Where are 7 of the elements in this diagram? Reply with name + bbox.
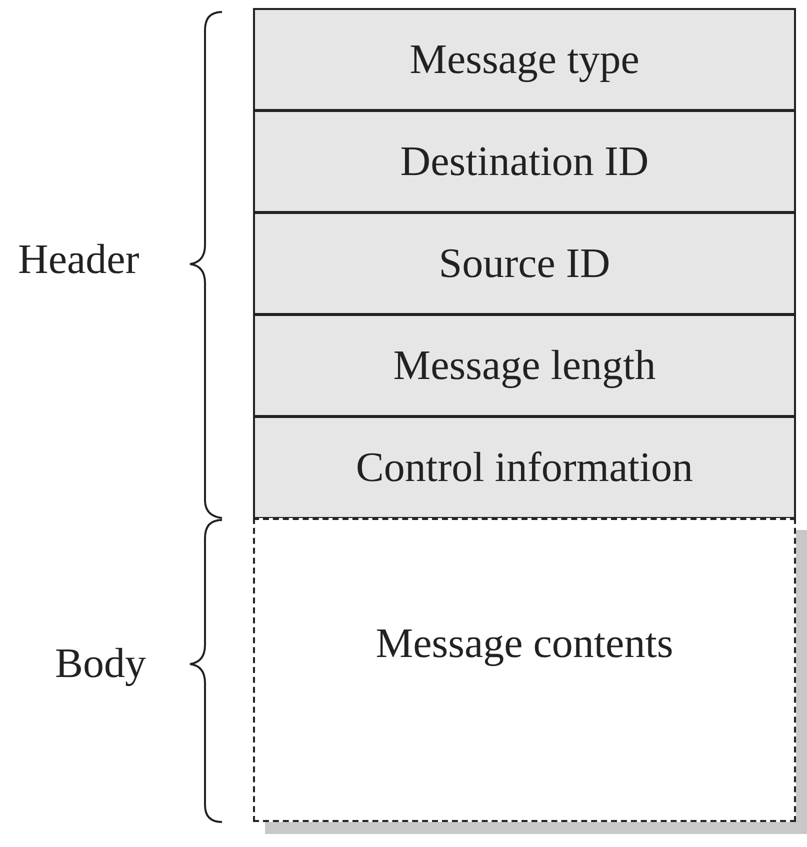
section-label: Body <box>55 640 146 688</box>
header-field: Message length <box>253 314 796 417</box>
header-field: Message type <box>253 8 796 111</box>
section-label: Header <box>18 236 140 284</box>
header-field: Source ID <box>253 212 796 315</box>
header-field: Destination ID <box>253 110 796 213</box>
header-field: Control information <box>253 416 796 519</box>
